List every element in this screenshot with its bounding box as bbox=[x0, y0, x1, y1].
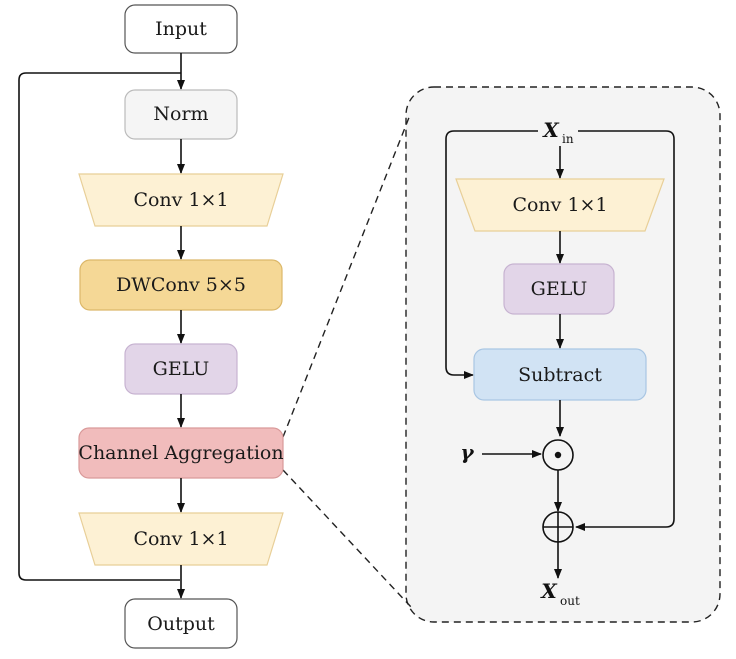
channel-aggregation-label: Channel Aggregation bbox=[78, 442, 283, 464]
dwconv-label: DWConv 5×5 bbox=[116, 274, 246, 296]
gamma-symbol: γ bbox=[460, 440, 474, 464]
gelu-label: GELU bbox=[153, 358, 210, 380]
x-in-symbol: X bbox=[541, 118, 560, 142]
x-out-symbol: X bbox=[539, 579, 558, 603]
detail-gelu-node bbox=[503, 263, 615, 315]
conv-bottom-node bbox=[78, 512, 284, 566]
x-in-subscript: in bbox=[562, 132, 574, 146]
add-operator bbox=[542, 511, 574, 543]
norm-label: Norm bbox=[153, 103, 208, 125]
conv-top-node bbox=[78, 173, 284, 227]
x-out-subscript: out bbox=[560, 594, 580, 608]
subtract-label: Subtract bbox=[518, 364, 602, 386]
input-label: Input bbox=[155, 18, 207, 40]
output-node bbox=[124, 598, 238, 649]
detail-conv-label: Conv 1×1 bbox=[512, 194, 607, 216]
zoom-line-top bbox=[282, 114, 411, 438]
conv-top-label: Conv 1×1 bbox=[133, 189, 228, 211]
detail-gelu-label: GELU bbox=[531, 278, 588, 300]
x-in-branch-right bbox=[575, 130, 675, 531]
zoom-line-bottom bbox=[282, 469, 413, 609]
residual-connection bbox=[18, 72, 181, 581]
multiply-operator bbox=[542, 439, 574, 471]
x-in-branch-left bbox=[445, 130, 538, 379]
output-label: Output bbox=[147, 613, 215, 635]
detail-conv-node bbox=[455, 178, 665, 232]
conv-bottom-label: Conv 1×1 bbox=[133, 528, 228, 550]
